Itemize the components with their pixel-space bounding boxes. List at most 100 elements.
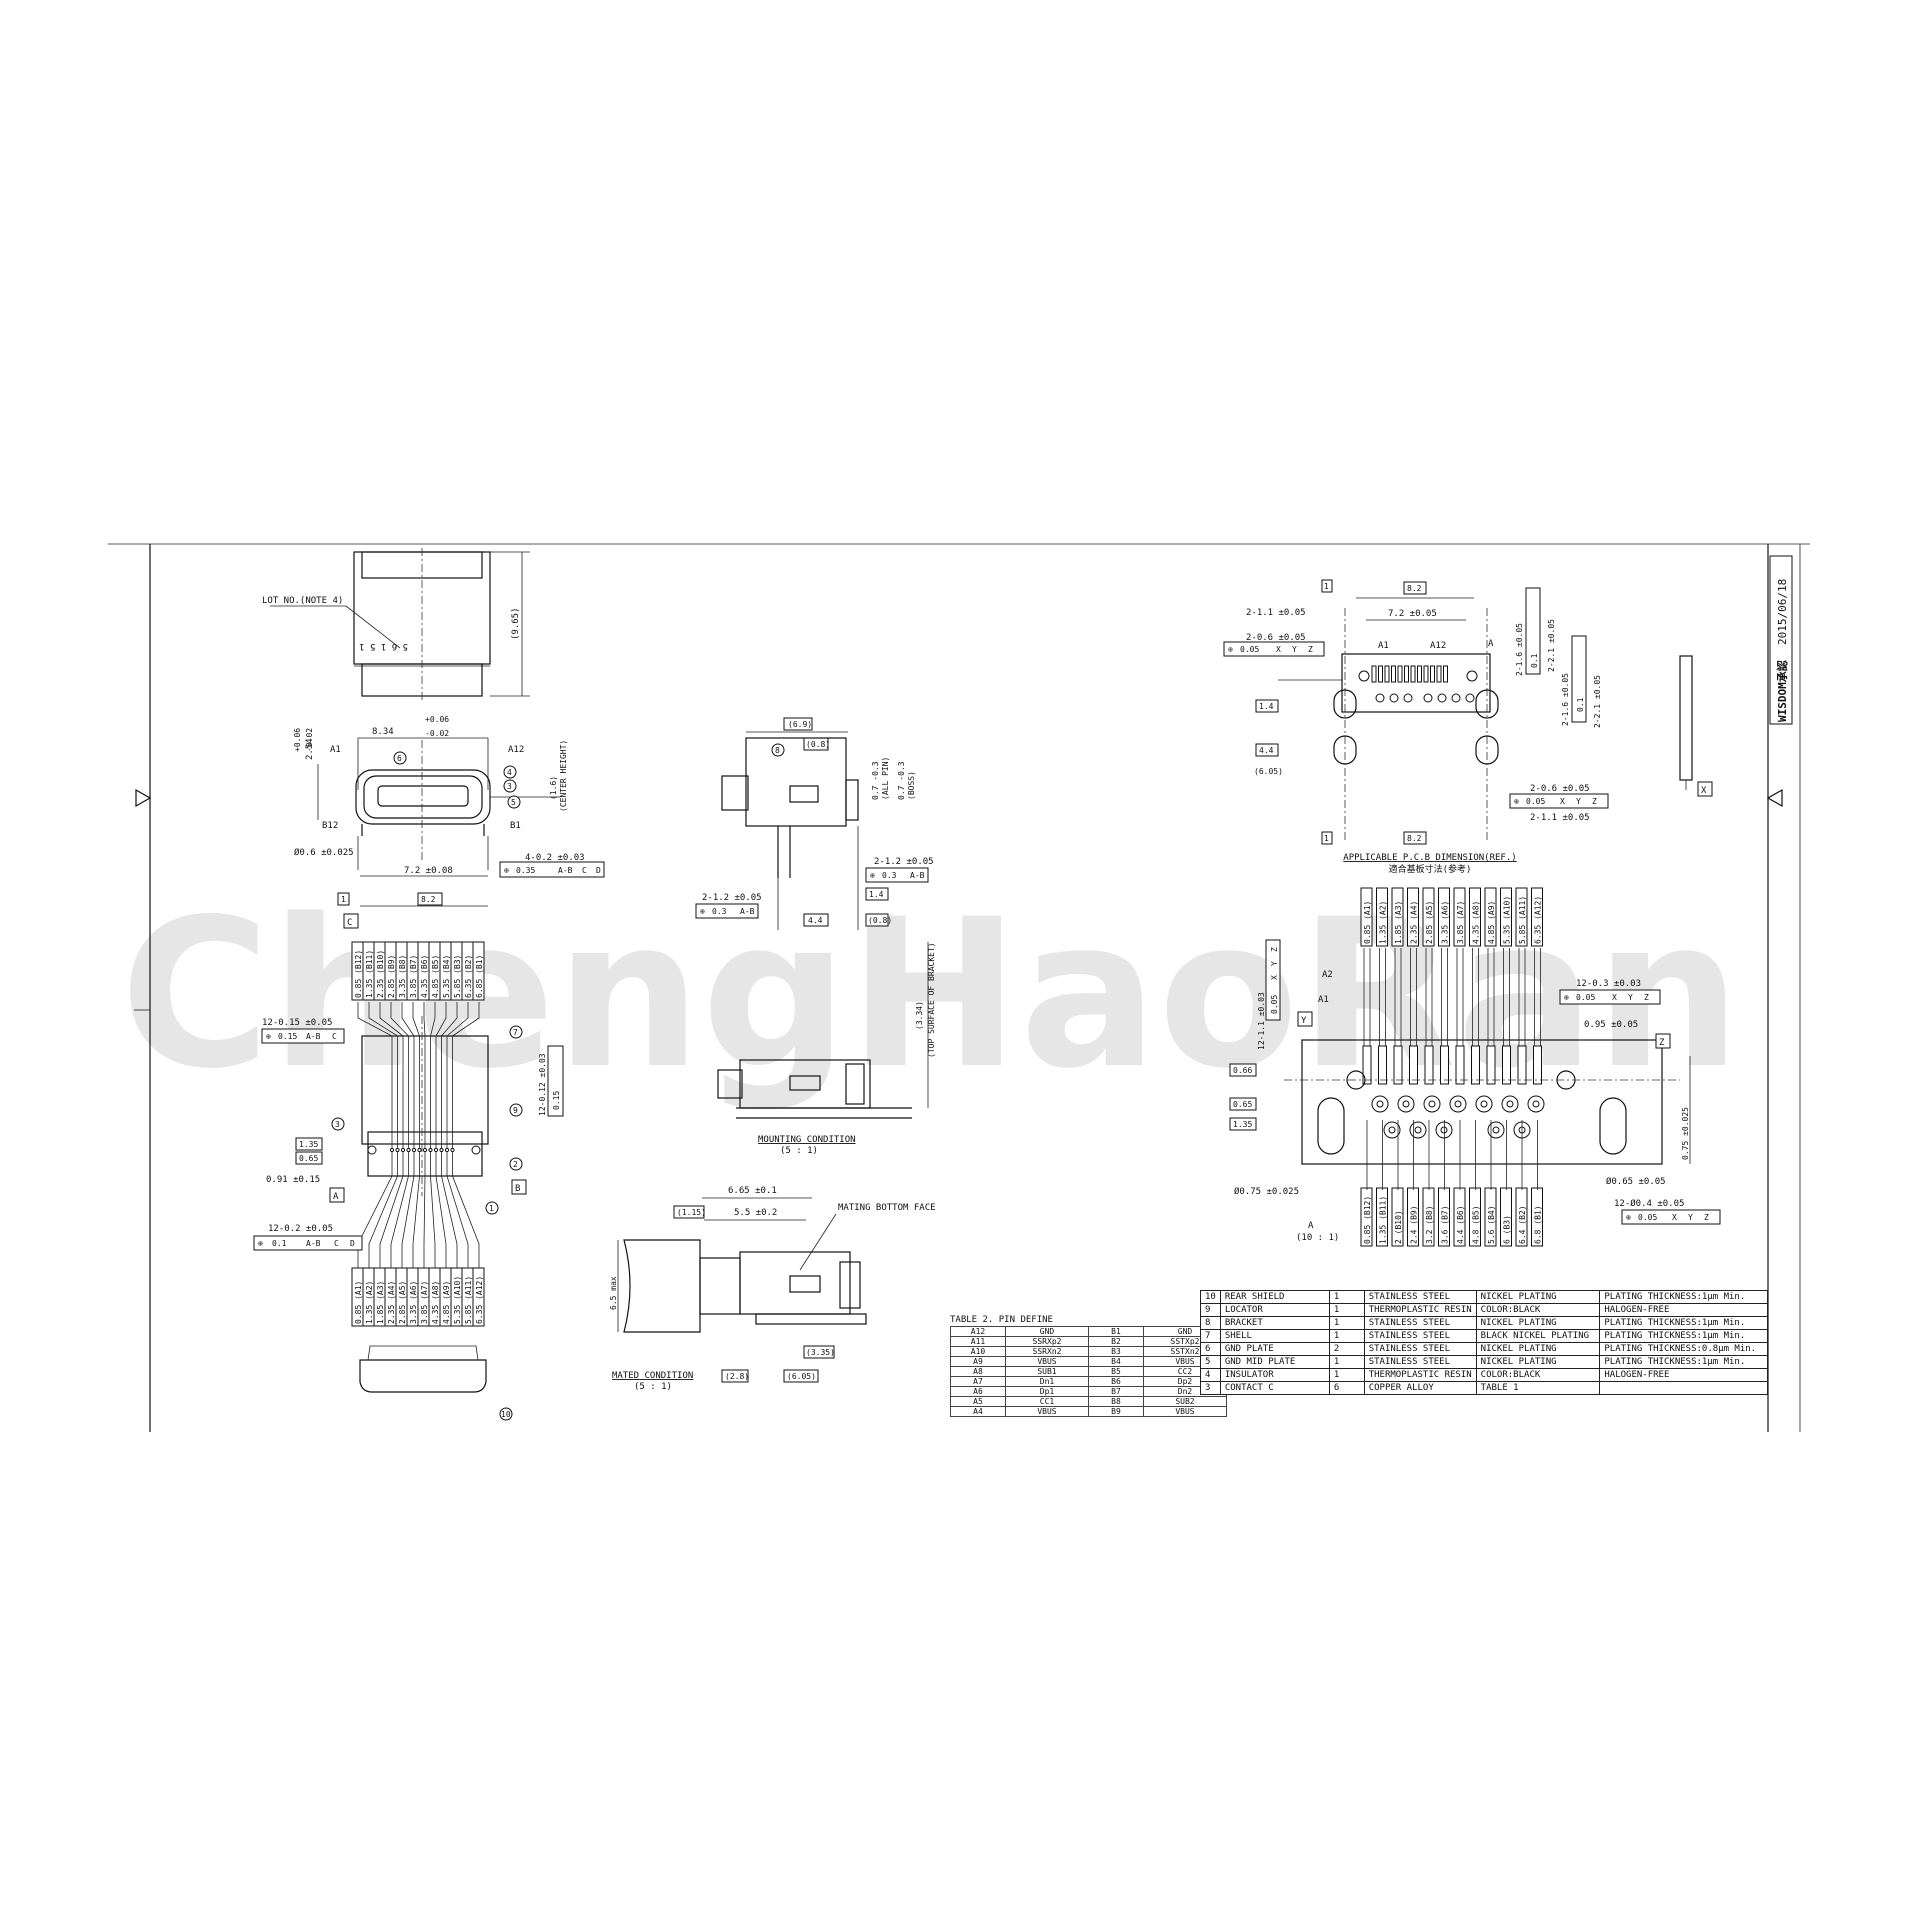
pin-a12: A12 [508, 745, 524, 755]
pin-cell: B5 [1088, 1366, 1144, 1377]
datum-b: B [515, 1184, 520, 1194]
da-hole-065: Ø0.65 ±0.05 [1606, 1176, 1666, 1187]
pcb-dim-14: 1.4 [1259, 702, 1274, 711]
side-view: (6.9) (0.8) 8 0.7 -0.3 (ALL PIN) 0.7 -0.… [695, 717, 934, 930]
bom-cell: 5 [1200, 1355, 1221, 1369]
pin-cell: CC1 [1005, 1396, 1089, 1407]
pcb-a1: A1 [1378, 641, 1389, 651]
pcb-layout: 1 8.2 7.2 ±0.05 2-1.1 ±0.05 2-0.6 ±0.05 … [1223, 579, 1713, 875]
width-dim: 8.34 [372, 727, 394, 737]
dim-label: 4.35 (A8) [431, 1281, 440, 1324]
bom-cell: PLATING THICKNESS:1μm Min. [1599, 1355, 1768, 1369]
detail-via-inner [1492, 1126, 1500, 1134]
pin-cell: GND [1005, 1326, 1089, 1337]
svg-text:1: 1 [489, 1204, 494, 1213]
slot-datum-ab: A-B [558, 866, 573, 875]
dim-label: 3.85 (A7) [1456, 901, 1465, 944]
lead-top [452, 1002, 480, 1144]
side-dim-07a: 0.7 -0.3 [871, 761, 880, 800]
dim-label: 0.85 (B12) [354, 950, 363, 998]
pcb-via [1389, 693, 1399, 703]
detail-via-inner [1454, 1100, 1462, 1108]
pcb-via [1423, 693, 1433, 703]
mated-dim-335: (3.35) [806, 1348, 835, 1357]
dim-box [1453, 1187, 1466, 1247]
pcb-top-pad [1391, 665, 1396, 683]
svg-text:⊕: ⊕ [1514, 797, 1519, 806]
pcb-datum-x: X [1276, 645, 1281, 654]
dim-label: 5.35 (A10) [453, 1276, 462, 1324]
detail-via-inner [1440, 1126, 1448, 1134]
dim-label: 2.85 (A5) [398, 1281, 407, 1324]
pin-cell: Dn1 [1005, 1376, 1089, 1387]
bom-cell: 2 [1328, 1342, 1365, 1356]
contact-pad [395, 1147, 400, 1153]
side-dim-14: 1.4 [869, 890, 884, 899]
da-tol-frame: 0.05 [1270, 995, 1279, 1014]
pcb-via [1465, 693, 1475, 703]
da-tol-12-03: 12-0.3 ±0.03 [1576, 979, 1641, 989]
pin-cell: B1 [1088, 1326, 1144, 1337]
side-dim-08: (0.8) [806, 740, 830, 749]
bom-cell: NICKEL PLATING [1475, 1316, 1601, 1330]
pcb-via [1375, 693, 1385, 703]
lead-top [435, 1002, 447, 1144]
pcb-top-pad [1417, 665, 1422, 683]
wisdom-logo: WISDOM承認 [1775, 660, 1789, 722]
lead-bottom [390, 1144, 409, 1268]
lead-bottom [441, 1144, 458, 1268]
da-label: A [1308, 1221, 1314, 1231]
dim-box [1360, 1187, 1373, 1247]
top-tol-datum-c: C [332, 1032, 337, 1041]
front-view: +0.06 8.34 -0.02 2.54 +0.06 -0.02 A1 A12… [293, 715, 605, 929]
dim-label: 1.85 (A3) [376, 1281, 385, 1324]
dim-box [1515, 1187, 1528, 1247]
dim-box [1500, 1187, 1512, 1247]
bom-cell: NICKEL PLATING [1475, 1355, 1601, 1369]
side-dim-44: 4.4 [808, 916, 823, 925]
dim-label: 3.35 (A6) [409, 1281, 418, 1324]
dim-label: 2.35 (B10) [376, 950, 385, 998]
dim-box [472, 941, 485, 1001]
bom-cell: THERMOPLASTIC RESIN [1363, 1303, 1477, 1317]
bom-cell: 8 [1200, 1316, 1221, 1330]
right-center-mark [1766, 788, 1783, 808]
pcb-hole-right [1466, 670, 1478, 682]
pcb-via [1437, 693, 1447, 703]
detail-via-inner [1376, 1100, 1384, 1108]
svg-text:⊕: ⊕ [1626, 1213, 1631, 1222]
datum-c: C [347, 918, 352, 928]
pin-cell: VBUS [1143, 1406, 1227, 1417]
lead-top [401, 1002, 415, 1144]
detail-top-pad [1517, 1045, 1527, 1085]
top-tol: 12-0.15 ±0.05 [262, 1018, 332, 1028]
dim-label: 0.85 (A1) [1363, 901, 1372, 944]
center-height: (1.6) [549, 776, 558, 800]
bom-cell: 6 [1200, 1342, 1221, 1356]
da-datum-z: Z [1659, 1038, 1665, 1048]
da-pad-x: X [1672, 1213, 1677, 1222]
bom-cell: GND MID PLATE [1219, 1355, 1330, 1369]
bom-cell: PLATING THICKNESS:1μm Min. [1599, 1329, 1768, 1343]
dim-box [1500, 887, 1512, 947]
dim-label: 2 (B10) [1394, 1210, 1403, 1244]
side-slot-tol2: 0.3 [712, 907, 727, 916]
pcb-v1-tol: 0.1 [1530, 653, 1539, 668]
bom-cell: INSULATOR [1219, 1368, 1330, 1382]
svg-text:8: 8 [775, 746, 780, 755]
pin-cell: SSRXn2 [1005, 1346, 1089, 1357]
top-tol-frame: 0.15 [278, 1032, 297, 1041]
dim-label: 1.35 (A2) [365, 1281, 374, 1324]
pin-cell: A12 [950, 1326, 1006, 1337]
da-a2: A2 [1322, 970, 1333, 980]
detail-via-inner [1414, 1126, 1422, 1134]
detail-top-pad [1440, 1045, 1449, 1085]
pcb-b1: 2-0.6 ±0.05 [1530, 784, 1590, 794]
mated-dim-65: 6.5 max [609, 1276, 618, 1310]
mated-dim-605: (6.05) [787, 1372, 816, 1381]
mounting-dim-note: (TOP SURFACE OF BRACKET) [927, 942, 936, 1058]
pin-cell: B9 [1088, 1406, 1144, 1417]
